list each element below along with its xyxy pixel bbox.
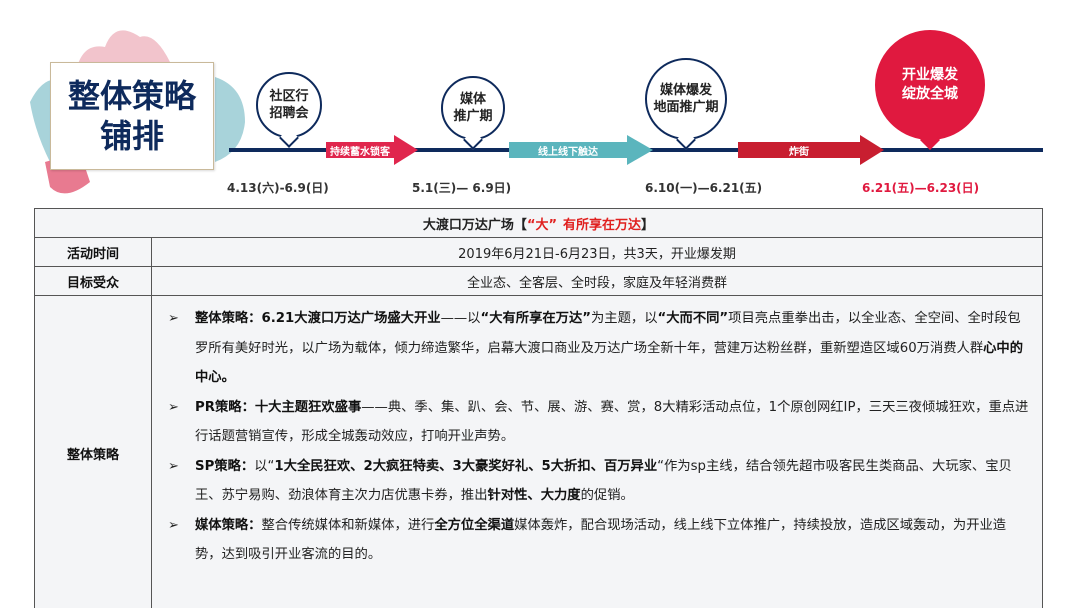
strategy-list: ➢ 整体策略：6.21大渡口万达广场盛大开业——以“大有所享在万达”为主题，以“… (152, 296, 1042, 608)
list-item-pr: ➢ PR策略：十大主题狂欢盛事——典、季、集、趴、会、节、展、游、赛、赏，8大精… (162, 393, 1032, 452)
title-card: 整体策略 铺排 (50, 62, 214, 170)
phase-arrow-store-up: 持续蓄水锁客 (326, 135, 418, 165)
row-label: 目标受众 (35, 267, 152, 295)
arrow-bullet-icon: ➢ (168, 517, 179, 533)
list-item-media: ➢ 媒体策略：整合传统媒体和新媒体，进行全方位全渠道媒体轰炸，配合现场活动，线上… (162, 511, 1032, 570)
title-line-1: 整体策略 (67, 77, 196, 115)
arrow-bullet-icon: ➢ (168, 458, 179, 474)
list-item-overall: ➢ 整体策略：6.21大渡口万达广场盛大开业——以“大有所享在万达”为主题，以“… (162, 304, 1032, 393)
timeline-bubble-community: 社区行 招聘会 (256, 72, 322, 138)
date-phase-4: 6.21(五)—6.23(日) (862, 181, 980, 195)
table-row-target-audience: 目标受众 全业态、全客层、全时段，家庭及年轻消费群 (35, 267, 1042, 296)
list-item-sp: ➢ SP策略：以“1大全民狂欢、2大疯狂特卖、3大豪奖好礼、5大折扣、百万异业“… (162, 452, 1032, 511)
row-value: 2019年6月21日-6月23日，共3天，开业爆发期 (458, 246, 736, 262)
timeline-bubble-media: 媒体 推广期 (441, 76, 505, 140)
table-row-activity-time: 活动时间 2019年6月21日-6月23日，共3天，开业爆发期 (35, 238, 1042, 267)
arrow-bullet-icon: ➢ (168, 399, 179, 415)
date-phase-3: 6.10(一)—6.21(五) (645, 181, 763, 195)
date-phase-1: 4.13(六)-6.9(日) (227, 181, 329, 195)
phase-arrow-online-offline: 线上线下触达 (509, 135, 653, 165)
phase-arrow-street: 炸街 (738, 135, 884, 165)
date-phase-2: 5.1(三)— 6.9日) (412, 181, 512, 195)
row-label: 活动时间 (35, 238, 152, 266)
title-line-2: 铺排 (99, 117, 164, 155)
table-row-overall-strategy: 整体策略 ➢ 整体策略：6.21大渡口万达广场盛大开业——以“大有所享在万达”为… (35, 296, 1042, 608)
timeline-bubble-opening: 开业爆发 绽放全城 (875, 30, 985, 140)
arrow-bullet-icon: ➢ (168, 311, 179, 326)
timeline-bubble-media-burst: 媒体爆发 地面推广期 (645, 58, 727, 140)
strategy-table: 大渡口万达广场【 “大” 有所享在万达 】 活动时间 2019年6月21日-6月… (34, 208, 1043, 608)
row-label: 整体策略 (35, 296, 152, 608)
row-value: 全业态、全客层、全时段，家庭及年轻消费群 (466, 275, 727, 291)
table-header: 大渡口万达广场【 “大” 有所享在万达 】 (35, 209, 1042, 238)
